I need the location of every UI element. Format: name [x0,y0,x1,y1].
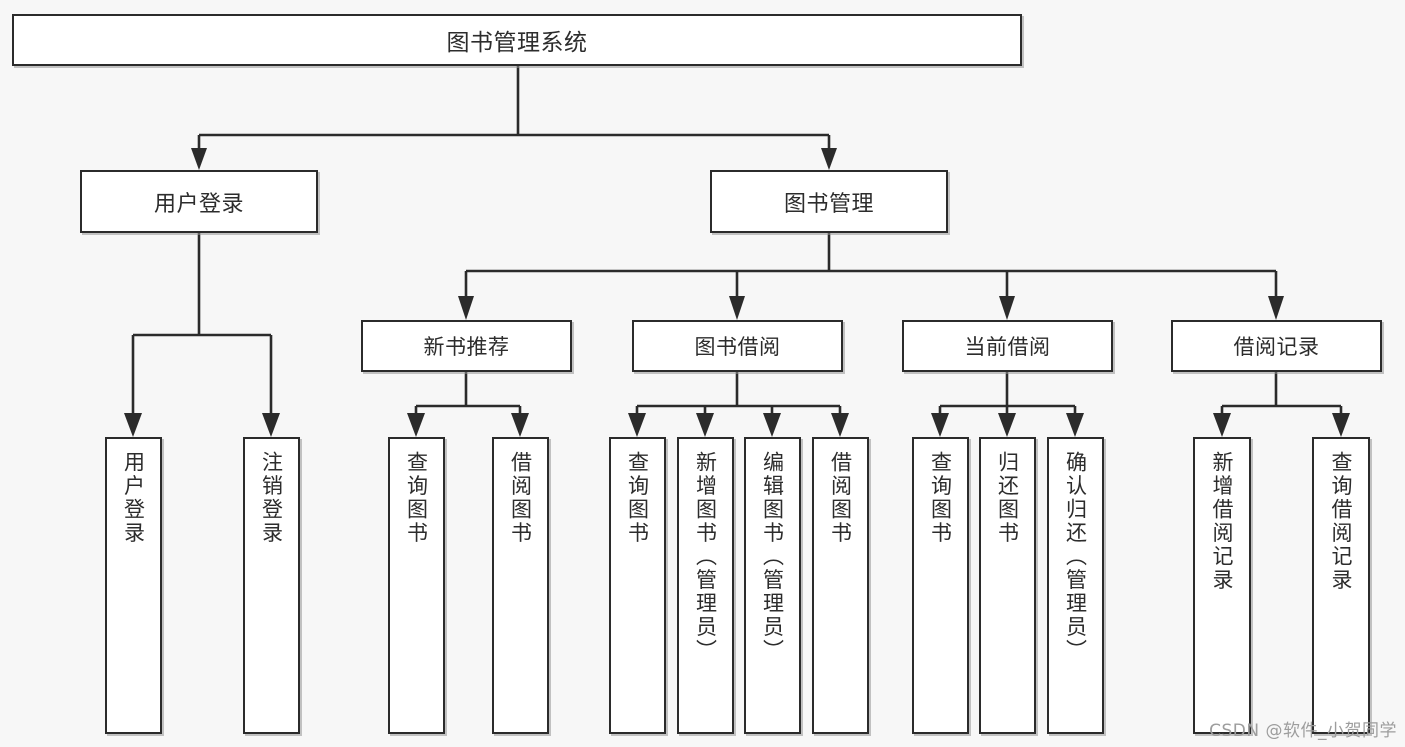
node-book-borrow[interactable]: 图书借阅 [632,320,843,372]
node-book-management[interactable]: 图书管理 [710,170,948,233]
node-label: 图书管理系统 [446,30,588,56]
node-label: 查询图书 [404,451,429,545]
leaf-current-borrow-return[interactable]: 归还图书 [979,437,1036,734]
node-label: 新增图书（管理员） [693,451,718,663]
node-label: 图书借阅 [694,335,781,359]
node-label: 图书管理 [783,191,874,217]
leaf-book-borrow-edit[interactable]: 编辑图书（管理员） [744,437,801,734]
node-label: 新增借阅记录 [1210,451,1235,592]
leaf-user-login-login[interactable]: 用户登录 [105,437,162,734]
leaf-book-borrow-query[interactable]: 查询图书 [609,437,666,734]
node-label: 借阅图书 [828,451,853,545]
node-label: 确认归还（管理员） [1063,451,1088,663]
node-label: 查询图书 [928,451,953,545]
leaf-current-borrow-confirm-return[interactable]: 确认归还（管理员） [1047,437,1104,734]
node-current-borrow[interactable]: 当前借阅 [902,320,1113,372]
node-borrow-record[interactable]: 借阅记录 [1171,320,1382,372]
leaf-borrow-record-query[interactable]: 查询借阅记录 [1312,437,1370,734]
leaf-book-borrow-add[interactable]: 新增图书（管理员） [677,437,734,734]
node-label: 归还图书 [995,451,1020,545]
node-label: 编辑图书（管理员） [760,451,785,663]
leaf-book-borrow-borrow[interactable]: 借阅图书 [812,437,869,734]
node-label: 借阅记录 [1233,335,1320,359]
node-label: 借阅图书 [508,451,533,545]
node-root-system[interactable]: 图书管理系统 [12,14,1022,66]
node-label: 用户登录 [121,451,146,545]
leaf-new-book-borrow[interactable]: 借阅图书 [492,437,549,734]
node-label: 当前借阅 [964,335,1051,359]
leaf-current-borrow-query[interactable]: 查询图书 [912,437,969,734]
leaf-borrow-record-add[interactable]: 新增借阅记录 [1193,437,1251,734]
node-label: 查询图书 [625,451,650,545]
node-label: 查询借阅记录 [1329,451,1354,592]
node-label: 注销登录 [259,451,284,545]
csdn-watermark: CSDN @软件_小贺同学 [1209,721,1397,741]
leaf-new-book-query[interactable]: 查询图书 [388,437,445,734]
node-label: 新书推荐 [423,335,510,359]
node-label: 用户登录 [153,191,244,217]
leaf-user-login-logout[interactable]: 注销登录 [243,437,300,734]
node-new-book-recommend[interactable]: 新书推荐 [361,320,572,372]
node-user-login[interactable]: 用户登录 [80,170,318,233]
